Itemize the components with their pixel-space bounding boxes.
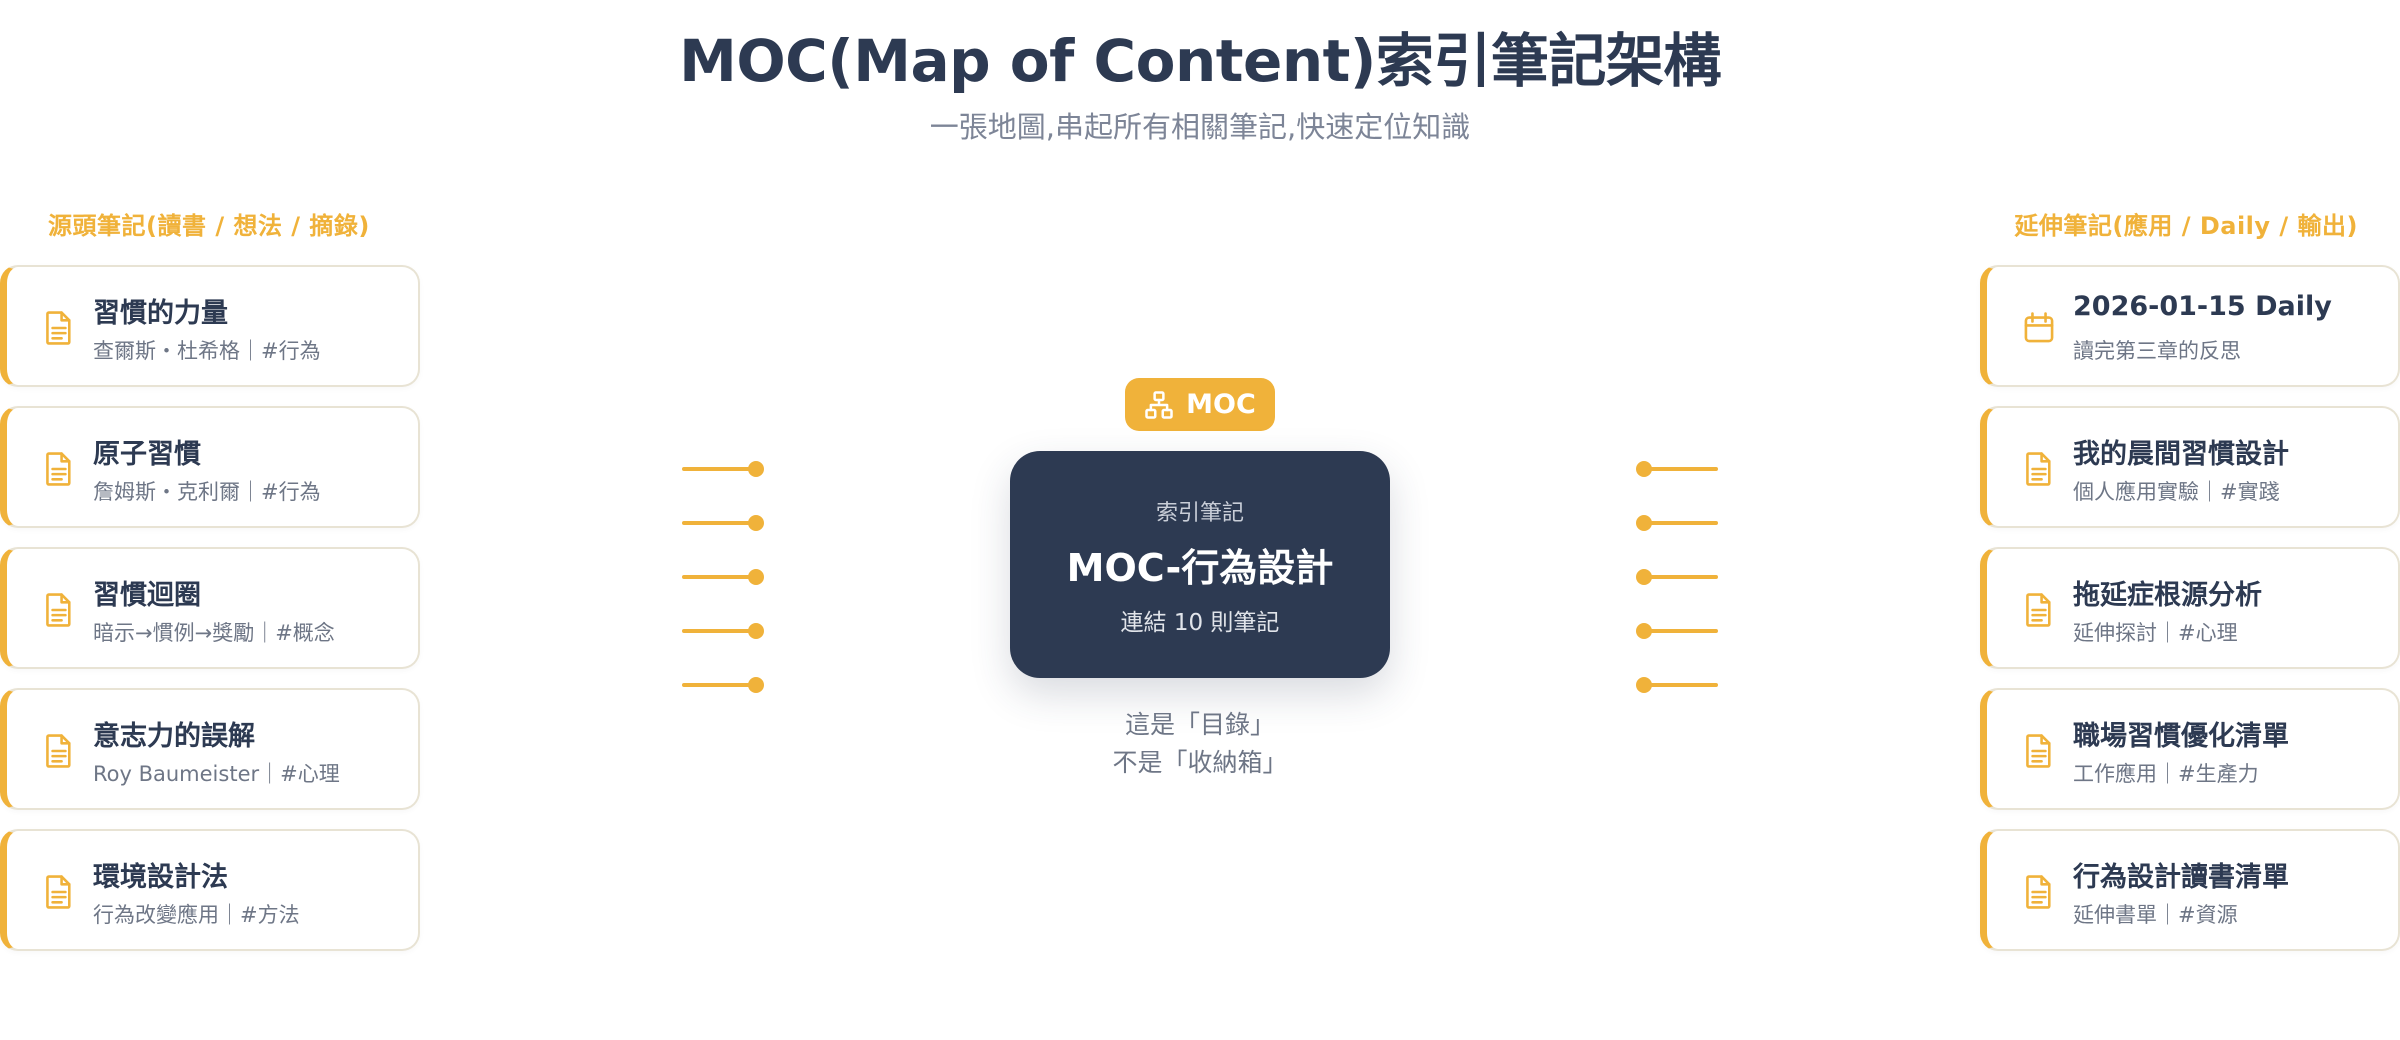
source-note-card[interactable]: 習慣的力量 查爾斯・杜希格｜#行為	[0, 265, 420, 387]
card-title: 意志力的誤解	[93, 721, 255, 752]
card-title: 環境設計法	[93, 862, 228, 893]
card-subtitle: 讀完第三章的反思	[2073, 339, 2241, 363]
document-icon	[37, 729, 81, 773]
derived-note-card[interactable]: 職場習慣優化清單 工作應用｜#生產力	[1980, 688, 2400, 810]
card-subtitle: 個人應用實驗｜#實踐	[2073, 480, 2280, 504]
connector-line	[682, 629, 756, 633]
card-title: 我的晨間習慣設計	[2073, 439, 2289, 470]
connector-dot	[748, 461, 764, 477]
document-icon	[37, 870, 81, 914]
connector-line	[1644, 683, 1718, 687]
right-column-heading: 延伸筆記(應用 / Daily / 輸出)	[2014, 212, 2358, 240]
center-label: 索引筆記	[1155, 501, 1244, 526]
source-note-card[interactable]: 意志力的誤解 Roy Baumeister｜#心理	[0, 688, 420, 810]
page-subtitle: 一張地圖,串起所有相關筆記,快速定位知識	[929, 110, 1471, 144]
connector-line	[682, 467, 756, 471]
document-icon	[2017, 588, 2061, 632]
card-subtitle: 延伸探討｜#心理	[2073, 621, 2238, 645]
card-title: 拖延症根源分析	[2073, 580, 2262, 611]
card-title: 原子習慣	[93, 439, 201, 470]
source-note-card[interactable]: 環境設計法 行為改變應用｜#方法	[0, 829, 420, 951]
card-subtitle: 暗示→慣例→獎勵｜#概念	[93, 621, 335, 645]
card-subtitle: 詹姆斯・克利爾｜#行為	[93, 480, 321, 504]
document-icon	[37, 588, 81, 632]
card-title: 習慣迴圈	[93, 580, 201, 611]
left-column-heading: 源頭筆記(讀書 / 想法 / 摘錄)	[48, 212, 370, 240]
hierarchy-icon	[1144, 390, 1174, 420]
card-subtitle: 查爾斯・杜希格｜#行為	[93, 339, 321, 363]
card-title: 習慣的力量	[93, 298, 228, 329]
derived-note-card[interactable]: 行為設計讀書清單 延伸書單｜#資源	[1980, 829, 2400, 951]
card-subtitle: 行為改變應用｜#方法	[93, 903, 300, 927]
connector-line	[1644, 467, 1718, 471]
document-icon	[2017, 447, 2061, 491]
connector-dot	[748, 515, 764, 531]
card-title: 職場習慣優化清單	[2073, 721, 2289, 752]
connector-line	[682, 683, 756, 687]
derived-note-card[interactable]: 我的晨間習慣設計 個人應用實驗｜#實踐	[1980, 406, 2400, 528]
center-count: 連結 10 則筆記	[1120, 610, 1280, 636]
connector-line	[1644, 629, 1718, 633]
document-icon	[2017, 729, 2061, 773]
derived-note-card[interactable]: 2026-01-15 Daily 讀完第三章的反思	[1980, 265, 2400, 387]
center-note-line1: 這是「目錄」	[1124, 710, 1275, 739]
connector-line	[682, 521, 756, 525]
document-icon	[2017, 870, 2061, 914]
connector-dot	[748, 677, 764, 693]
center-title: MOC-行為設計	[1066, 546, 1334, 590]
connector-line	[1644, 521, 1718, 525]
source-note-card[interactable]: 原子習慣 詹姆斯・克利爾｜#行為	[0, 406, 420, 528]
derived-note-card[interactable]: 拖延症根源分析 延伸探討｜#心理	[1980, 547, 2400, 669]
center-note-line2: 不是「收納箱」	[1112, 748, 1288, 777]
connector-line	[1644, 575, 1718, 579]
card-subtitle: Roy Baumeister｜#心理	[93, 762, 340, 786]
document-icon	[37, 306, 81, 350]
moc-tag: MOC	[1125, 378, 1275, 431]
card-subtitle: 工作應用｜#生產力	[2073, 762, 2259, 786]
moc-tag-label: MOC	[1186, 389, 1256, 420]
source-note-card[interactable]: 習慣迴圈 暗示→慣例→獎勵｜#概念	[0, 547, 420, 669]
calendar-icon	[2017, 306, 2061, 350]
card-title: 行為設計讀書清單	[2073, 862, 2289, 893]
moc-index-node[interactable]: 索引筆記 MOC-行為設計 連結 10 則筆記	[1010, 451, 1390, 678]
card-subtitle: 延伸書單｜#資源	[2073, 903, 2238, 927]
connector-dot	[748, 623, 764, 639]
connector-line	[682, 575, 756, 579]
document-icon	[37, 447, 81, 491]
connector-dot	[748, 569, 764, 585]
card-title: 2026-01-15 Daily	[2073, 291, 2332, 322]
page-title: MOC(Map of Content)索引筆記架構	[679, 27, 1721, 95]
